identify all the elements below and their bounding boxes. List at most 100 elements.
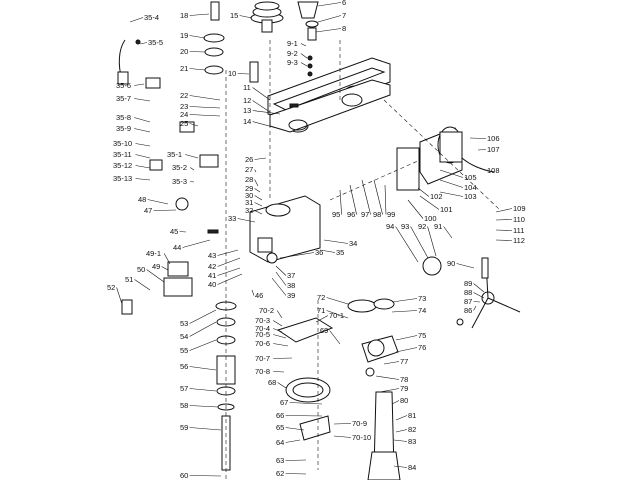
callout-62: 62 [276, 469, 307, 478]
part-number-label: 36 [315, 248, 323, 257]
part-number-label: 70-7 [255, 354, 270, 363]
callout-96: 96 [347, 184, 357, 219]
part-number-label: 23 [180, 102, 188, 111]
leader-line [189, 309, 217, 324]
callout-6: 6 [317, 0, 346, 7]
leader-line [134, 128, 151, 133]
callout-87: 87 [464, 297, 481, 306]
callout-64: 64 [276, 438, 301, 447]
callout-28: 28 [245, 175, 259, 187]
callout-53: 53 [180, 309, 217, 328]
callout-46: 46 [251, 289, 263, 300]
part-number-label: 62 [276, 469, 284, 478]
part-8 [307, 27, 317, 41]
part-number-label: 105 [464, 173, 477, 182]
leader-line [189, 95, 221, 101]
leader-line [254, 195, 263, 201]
part-10 [249, 61, 259, 83]
part-number-label: 9-1 [287, 39, 298, 48]
callout-8: 8 [315, 24, 346, 33]
callout-23: 23 [180, 102, 221, 111]
leader-line [134, 117, 151, 123]
part-93-hub [422, 256, 442, 276]
callout-71: 71 [317, 306, 349, 319]
leader-line [273, 320, 283, 327]
callout-35-6: 35-6 [116, 81, 145, 90]
callout-97: 97 [361, 179, 371, 219]
callout-35-2: 35-2 [172, 163, 195, 172]
part-number-label: 82 [408, 425, 416, 434]
callout-35-9: 35-9 [116, 124, 151, 133]
part-number-label: 79 [400, 384, 408, 393]
leader-line [273, 328, 283, 333]
parts-layer [117, 1, 521, 480]
part-20 [204, 47, 224, 57]
leader-line [252, 87, 271, 101]
part-number-label: 35-4 [144, 13, 159, 22]
leader-line [139, 42, 148, 45]
callout-68: 68 [268, 378, 287, 389]
callout-75: 75 [395, 331, 426, 341]
leader-line [189, 475, 222, 477]
leader-line [254, 202, 263, 207]
leader-line [333, 423, 352, 425]
callout-10: 10 [228, 69, 250, 78]
leader-line [254, 210, 263, 215]
part-number-label: 78 [400, 375, 408, 384]
part-number-label: 90 [447, 259, 455, 268]
part-number-label: 40 [208, 280, 216, 289]
part-number-label: 88 [464, 288, 472, 297]
part-number-label: 58 [180, 401, 188, 410]
callout-101: 101 [419, 195, 453, 214]
leader-line [161, 266, 169, 271]
leader-line [217, 267, 241, 276]
part-number-label: 9-2 [287, 49, 298, 58]
part-number-label: 112 [513, 236, 525, 245]
part-number-label: 59 [180, 423, 188, 432]
callout-9-2: 9-2 [287, 49, 308, 59]
leader-line [410, 226, 429, 259]
callout-31: 31 [245, 198, 263, 207]
leader-line [477, 149, 487, 151]
part-number-label: 20 [180, 47, 188, 56]
part-number-label: 48 [138, 195, 146, 204]
callout-99: 99 [384, 184, 395, 219]
leader-line [439, 191, 464, 197]
part-36 [266, 252, 278, 264]
part-number-label: 14 [243, 117, 251, 126]
leader-line [146, 269, 165, 283]
leader-line [417, 187, 430, 197]
leader-line [179, 231, 187, 233]
callout-69: 69 [320, 326, 341, 345]
part-number-label: 42 [208, 262, 216, 271]
part-number-label: 53 [180, 319, 188, 328]
callout-19: 19 [180, 31, 206, 40]
leader-line [495, 208, 513, 213]
part-number-label: 35-13 [113, 174, 132, 183]
callout-84: 84 [393, 463, 416, 472]
callout-35-7: 35-7 [116, 94, 151, 103]
leader-line [129, 17, 144, 23]
part-number-label: 70-5 [255, 330, 270, 339]
callout-80: 80 [391, 396, 408, 405]
callout-35-4: 35-4 [129, 13, 159, 23]
callout-94: 94 [386, 222, 419, 263]
leader-line [419, 195, 440, 210]
leader-line [273, 357, 293, 359]
callout-38: 38 [275, 271, 295, 290]
leader-line [473, 292, 485, 299]
callout-35-11: 35-11 [113, 150, 151, 159]
leader-line [275, 271, 287, 286]
leader-line [375, 375, 400, 380]
part-number-label: 107 [487, 145, 500, 154]
leader-line [189, 427, 222, 431]
leader-line [189, 321, 217, 337]
part-number-label: 6 [342, 0, 346, 7]
leader-line [393, 465, 408, 468]
leader-line [190, 181, 195, 183]
part-19 [203, 33, 225, 43]
part-number-label: 77 [400, 357, 408, 366]
leader-line [361, 179, 371, 215]
part-number-label: 8 [342, 24, 346, 33]
part-number-label: 70-10 [352, 433, 371, 442]
